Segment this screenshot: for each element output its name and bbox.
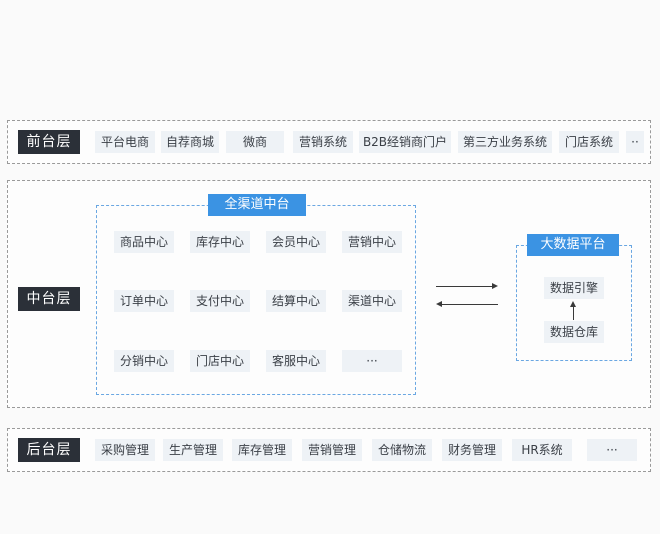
back-item: 营销管理 — [302, 439, 362, 461]
back-layer: 后台层 采购管理 生产管理 库存管理 营销管理 仓储物流 财务管理 HR系统 ·… — [7, 428, 651, 472]
center-item: 结算中心 — [266, 290, 326, 312]
middle-layer: 中台层 全渠道中台 商品中心 库存中心 会员中心 营销中心 订单中心 支付中心 … — [7, 180, 651, 408]
data-engine: 数据引擎 — [544, 277, 604, 299]
front-layer-label: 前台层 — [18, 130, 80, 154]
back-item: 财务管理 — [442, 439, 502, 461]
center-item: 商品中心 — [114, 231, 174, 253]
back-item: HR系统 — [512, 439, 572, 461]
all-channel-box: 全渠道中台 商品中心 库存中心 会员中心 营销中心 订单中心 支付中心 结算中心… — [96, 194, 416, 395]
center-item-more: ··· — [342, 350, 402, 372]
center-item: 客服中心 — [266, 350, 326, 372]
all-channel-title: 全渠道中台 — [208, 194, 306, 216]
center-item: 营销中心 — [342, 231, 402, 253]
front-item: 营销系统 — [293, 131, 353, 153]
front-item: 平台电商 — [95, 131, 155, 153]
front-item-more: ·· — [626, 131, 644, 153]
arrow-up-line — [573, 306, 574, 320]
arrow-left-line — [442, 304, 498, 305]
front-item: 第三方业务系统 — [458, 131, 552, 153]
center-item: 支付中心 — [190, 290, 250, 312]
arrow-right-line — [436, 286, 492, 287]
front-item: B2B经销商门户 — [359, 131, 451, 153]
data-warehouse: 数据仓库 — [544, 321, 604, 343]
center-item: 订单中心 — [114, 290, 174, 312]
back-item: 采购管理 — [95, 439, 155, 461]
front-item: 自荐商城 — [161, 131, 219, 153]
big-data-box: 大数据平台 数据引擎 数据仓库 — [516, 234, 632, 361]
front-item: 微商 — [226, 131, 284, 153]
arrow-left-head — [436, 301, 442, 307]
back-item: 生产管理 — [163, 439, 223, 461]
center-item: 库存中心 — [190, 231, 250, 253]
arrow-right-head — [492, 283, 498, 289]
back-item: 仓储物流 — [372, 439, 432, 461]
back-item-more: ··· — [587, 439, 637, 461]
big-data-title: 大数据平台 — [527, 234, 619, 256]
middle-layer-label: 中台层 — [18, 287, 80, 311]
center-item: 门店中心 — [190, 350, 250, 372]
center-item: 渠道中心 — [342, 290, 402, 312]
center-item: 分销中心 — [114, 350, 174, 372]
front-item: 门店系统 — [559, 131, 619, 153]
back-item: 库存管理 — [232, 439, 292, 461]
back-layer-label: 后台层 — [18, 438, 80, 462]
front-layer: 前台层 平台电商 自荐商城 微商 营销系统 B2B经销商门户 第三方业务系统 门… — [7, 120, 651, 164]
center-item: 会员中心 — [266, 231, 326, 253]
arrow-up-head — [570, 301, 576, 307]
